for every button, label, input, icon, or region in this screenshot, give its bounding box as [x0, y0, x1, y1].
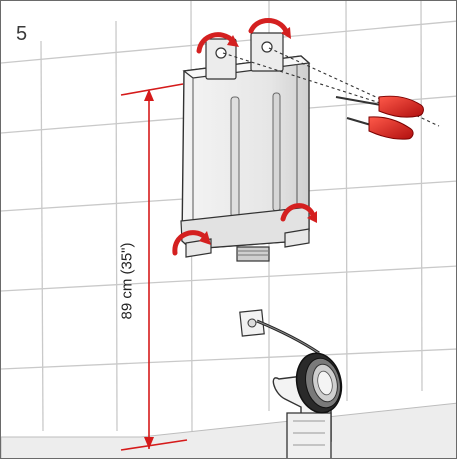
- height-dimension-line: [120, 83, 188, 451]
- step-number: 5: [16, 23, 28, 45]
- outlet-pipe: [236, 246, 270, 262]
- cistern-tank: [180, 55, 311, 250]
- dimension-arrowhead-top: [144, 89, 154, 101]
- height-dimension-label: 89 cm (35"): [118, 242, 136, 320]
- bottom-mounting-feet: [185, 228, 310, 258]
- rotate-arrow-icon: [280, 203, 316, 222]
- top-mounting-brackets: [205, 32, 284, 80]
- screwdriver-icon: [346, 116, 414, 140]
- rotate-arrow-icon: [281, 27, 291, 39]
- rotate-arrow-icon: [248, 18, 289, 34]
- screw-guide-lines: [222, 47, 440, 127]
- water-inlet-plate: [239, 309, 265, 337]
- screwdriver-icon: [335, 95, 424, 118]
- dimension-arrowhead-bottom: [144, 437, 154, 449]
- rotate-arrow-icon: [196, 32, 236, 54]
- rotate-arrow-icon: [199, 231, 211, 245]
- rotate-arrow-icon: [227, 35, 239, 47]
- floor: [1, 402, 456, 458]
- rotate-arrow-icon: [307, 211, 317, 223]
- flexible-supply-pipe: [256, 319, 320, 355]
- rotate-arrow-icon: [172, 230, 208, 256]
- toilet-pan-connector: [272, 352, 343, 458]
